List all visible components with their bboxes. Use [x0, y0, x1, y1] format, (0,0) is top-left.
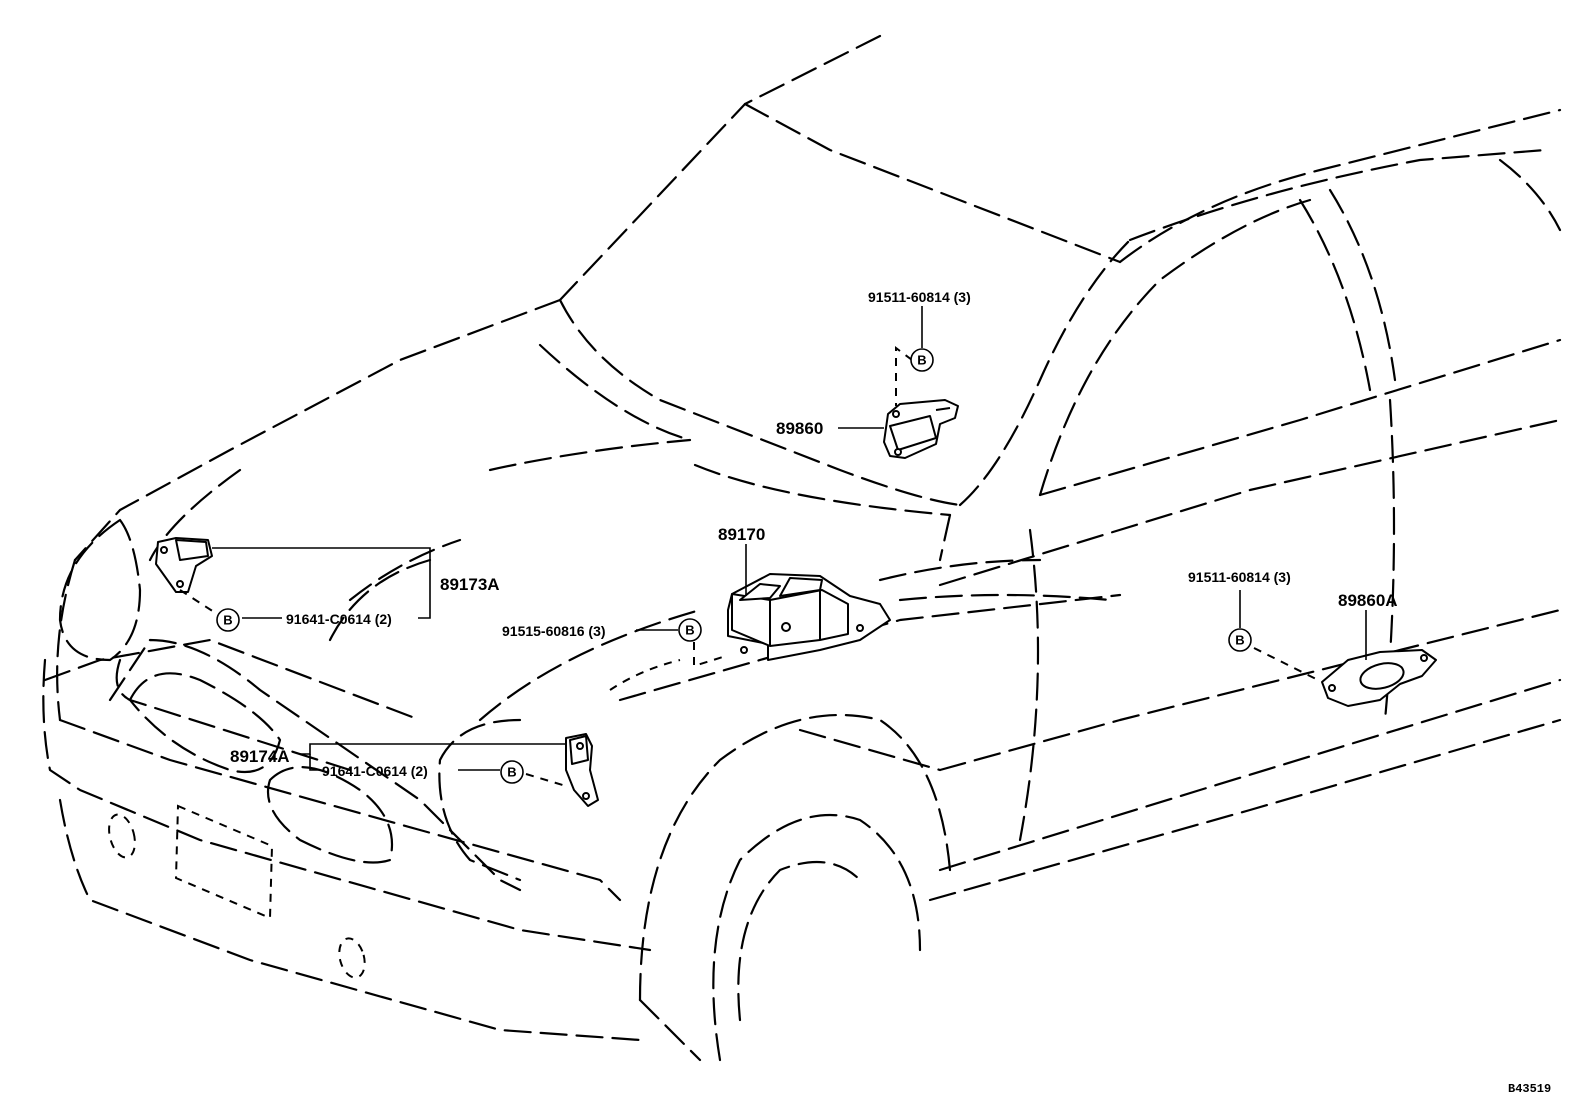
label-bolt-left-front: 91641-C0614 (2) — [286, 611, 392, 627]
sensor-89174A[interactable] — [565, 733, 599, 807]
bolt-marker-letter: B — [917, 353, 926, 368]
bolt-marker-ecu: B — [678, 618, 702, 642]
leader-lines — [179, 306, 1367, 787]
bolt-marker-letter: B — [1235, 633, 1244, 648]
bolt-marker-right-front: B — [500, 760, 524, 784]
bolt-marker-left-front: B — [216, 608, 240, 632]
bolt-marker-top: B — [910, 348, 934, 372]
label-sensor-89173A[interactable]: 89173A — [440, 575, 500, 594]
sensor-89173A[interactable] — [155, 537, 213, 593]
sensor-89860A[interactable] — [1321, 649, 1437, 707]
label-sensor-89860[interactable]: 89860 — [776, 419, 823, 438]
label-bolt-right-front: 91641-C0614 (2) — [322, 763, 428, 779]
diagram-code: B43519 — [1508, 1082, 1551, 1096]
airbag-ecu-89170[interactable] — [727, 573, 891, 661]
label-sensor-89860A[interactable]: 89860A — [1338, 591, 1398, 610]
bolt-marker-letter: B — [507, 765, 516, 780]
label-ecu-89170[interactable]: 89170 — [718, 525, 765, 544]
bolt-marker-letter: B — [223, 613, 232, 628]
label-sensor-89174A[interactable]: 89174A — [230, 747, 290, 766]
sensor-89860[interactable] — [883, 399, 959, 459]
bolt-marker-side: B — [1228, 628, 1252, 652]
label-bolt-top: 91511-60814 (3) — [868, 289, 971, 305]
label-bolt-ecu: 91515-60816 (3) — [502, 623, 606, 639]
bolt-marker-letter: B — [685, 623, 694, 638]
label-bolt-side: 91511-60814 (3) — [1188, 569, 1291, 585]
